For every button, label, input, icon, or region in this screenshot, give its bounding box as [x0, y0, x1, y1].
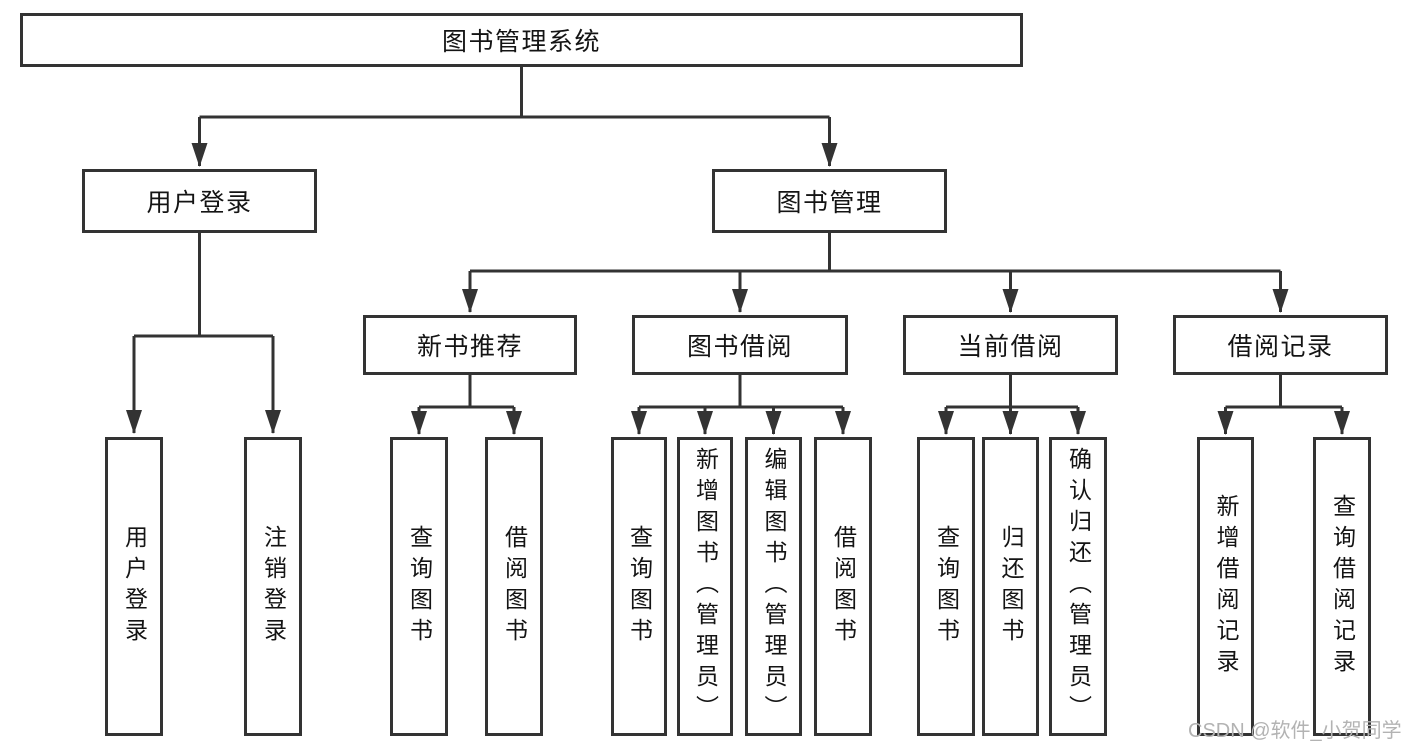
leaf-edit-books-admin: 编辑图书（管理员）	[745, 437, 802, 736]
leaf-query-books-recommend: 查询图书	[390, 437, 448, 736]
leaf-label: 查询图书	[406, 524, 433, 649]
leaf-return-books: 归还图书	[982, 437, 1039, 736]
node-label: 图书管理	[776, 189, 883, 217]
node-new-book-recommend: 新书推荐	[363, 315, 577, 375]
leaf-label: 查询借阅记录	[1329, 493, 1356, 680]
node-book-borrow: 图书借阅	[632, 315, 848, 375]
leaf-add-borrow-record: 新增借阅记录	[1197, 437, 1254, 736]
node-borrow-record: 借阅记录	[1173, 315, 1388, 375]
node-label: 图书管理系统	[441, 28, 601, 56]
node-current-borrow: 当前借阅	[903, 315, 1118, 375]
node-label: 新书推荐	[416, 333, 523, 361]
node-label: 图书借阅	[686, 333, 793, 361]
leaf-label: 用户登录	[121, 524, 148, 649]
node-label: 借阅记录	[1227, 333, 1334, 361]
leaf-label: 查询图书	[626, 524, 653, 649]
leaf-label: 归还图书	[998, 524, 1024, 649]
leaf-label: 借阅图书	[830, 524, 857, 649]
leaf-label: 新增图书（管理员）	[692, 447, 719, 726]
csdn-watermark: CSDN @软件_小贺同学	[1188, 720, 1402, 742]
leaf-label: 确认归还（管理员）	[1065, 447, 1092, 726]
node-user-login: 用户登录	[82, 169, 317, 233]
leaf-label: 查询图书	[933, 524, 960, 649]
leaf-label: 借阅图书	[501, 524, 528, 649]
leaf-label: 新增借阅记录	[1213, 493, 1239, 680]
leaf-label: 注销登录	[260, 524, 287, 649]
leaf-logout: 注销登录	[244, 437, 302, 736]
node-root-system: 图书管理系统	[20, 13, 1023, 67]
node-book-management: 图书管理	[712, 169, 947, 233]
leaf-label: 编辑图书（管理员）	[761, 447, 787, 726]
node-label: 当前借阅	[957, 333, 1064, 361]
leaf-query-books-borrow: 查询图书	[611, 437, 667, 736]
leaf-borrow-books-recommend: 借阅图书	[485, 437, 543, 736]
leaf-add-books-admin: 新增图书（管理员）	[677, 437, 733, 736]
node-label: 用户登录	[146, 189, 253, 217]
leaf-query-borrow-record: 查询借阅记录	[1313, 437, 1371, 736]
leaf-query-books-current: 查询图书	[917, 437, 975, 736]
leaf-user-login: 用户登录	[105, 437, 163, 736]
leaf-borrow-books: 借阅图书	[814, 437, 872, 736]
leaf-confirm-return-admin: 确认归还（管理员）	[1049, 437, 1107, 736]
